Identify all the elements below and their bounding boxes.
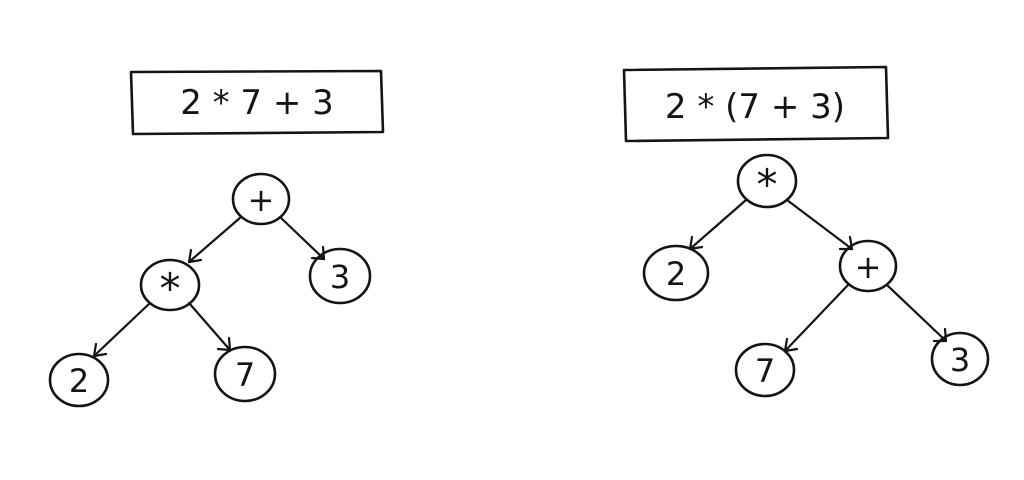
left-tree: + * 3 2 7 [48,172,372,408]
left-edge-plus-times [187,215,243,264]
left-node-two: 2 [48,352,110,408]
right-expression-label: 2 * (7 + 3) [665,87,845,127]
left-arrowhead-plus-times [187,248,203,264]
right-expression-box [622,65,890,143]
left-edge-plus-three [278,215,326,261]
left-expression-label: 2 * 7 + 3 [180,83,334,123]
left-arrowhead-times-two [92,342,108,358]
svg-text:7: 7 [235,356,255,394]
svg-text:3: 3 [330,258,350,296]
left-node-times: * [139,258,201,313]
svg-text:+: + [855,248,882,286]
right-node-three: 3 [930,331,990,387]
left-expression-box [129,69,385,136]
right-panel: 2 * (7 + 3) * 2 + [622,65,990,398]
right-edge-times-two [688,198,748,251]
left-node-seven: 7 [213,345,277,403]
left-node-three: 3 [308,247,372,305]
right-edge-plus-three [886,284,948,343]
svg-text:7: 7 [755,352,775,390]
right-edge-times-plus [785,198,854,251]
svg-text:*: * [757,160,778,209]
left-edge-times-two [92,301,152,358]
svg-text:2: 2 [69,362,89,400]
svg-text:*: * [160,264,181,313]
svg-text:+: + [248,181,275,219]
right-arrowhead-times-plus [838,235,854,251]
right-node-times: * [736,153,798,209]
svg-text:2: 2 [666,255,686,293]
right-edge-plus-seven [783,283,850,353]
left-edge-times-seven [187,301,232,352]
svg-text:3: 3 [950,341,970,379]
right-tree: * 2 + 7 3 [642,153,990,398]
left-node-plus: + [231,172,291,226]
right-node-seven: 7 [734,342,796,398]
left-panel: 2 * 7 + 3 + * 3 [48,69,385,408]
right-node-plus: + [838,239,898,293]
right-node-two: 2 [642,244,710,302]
